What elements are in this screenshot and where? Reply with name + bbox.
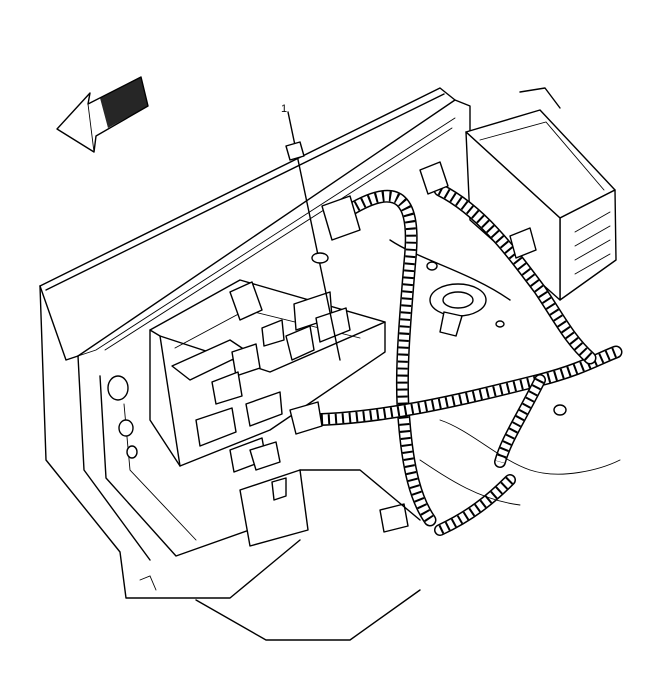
battery-icon xyxy=(465,87,617,301)
wiring-harness-icon xyxy=(293,183,623,536)
callout-label-1: 1 xyxy=(281,103,287,115)
callout-fastener: 1 xyxy=(281,103,341,361)
underhood-fuse-block-icon xyxy=(149,279,386,473)
inner-fender xyxy=(39,285,421,641)
forward-direction-arrow-icon xyxy=(56,76,149,153)
engine-bay-floor xyxy=(419,261,621,506)
fender-panel xyxy=(39,87,471,361)
harness-connector xyxy=(249,161,537,533)
strut-tower xyxy=(389,239,511,337)
lower-bracket xyxy=(239,469,421,547)
